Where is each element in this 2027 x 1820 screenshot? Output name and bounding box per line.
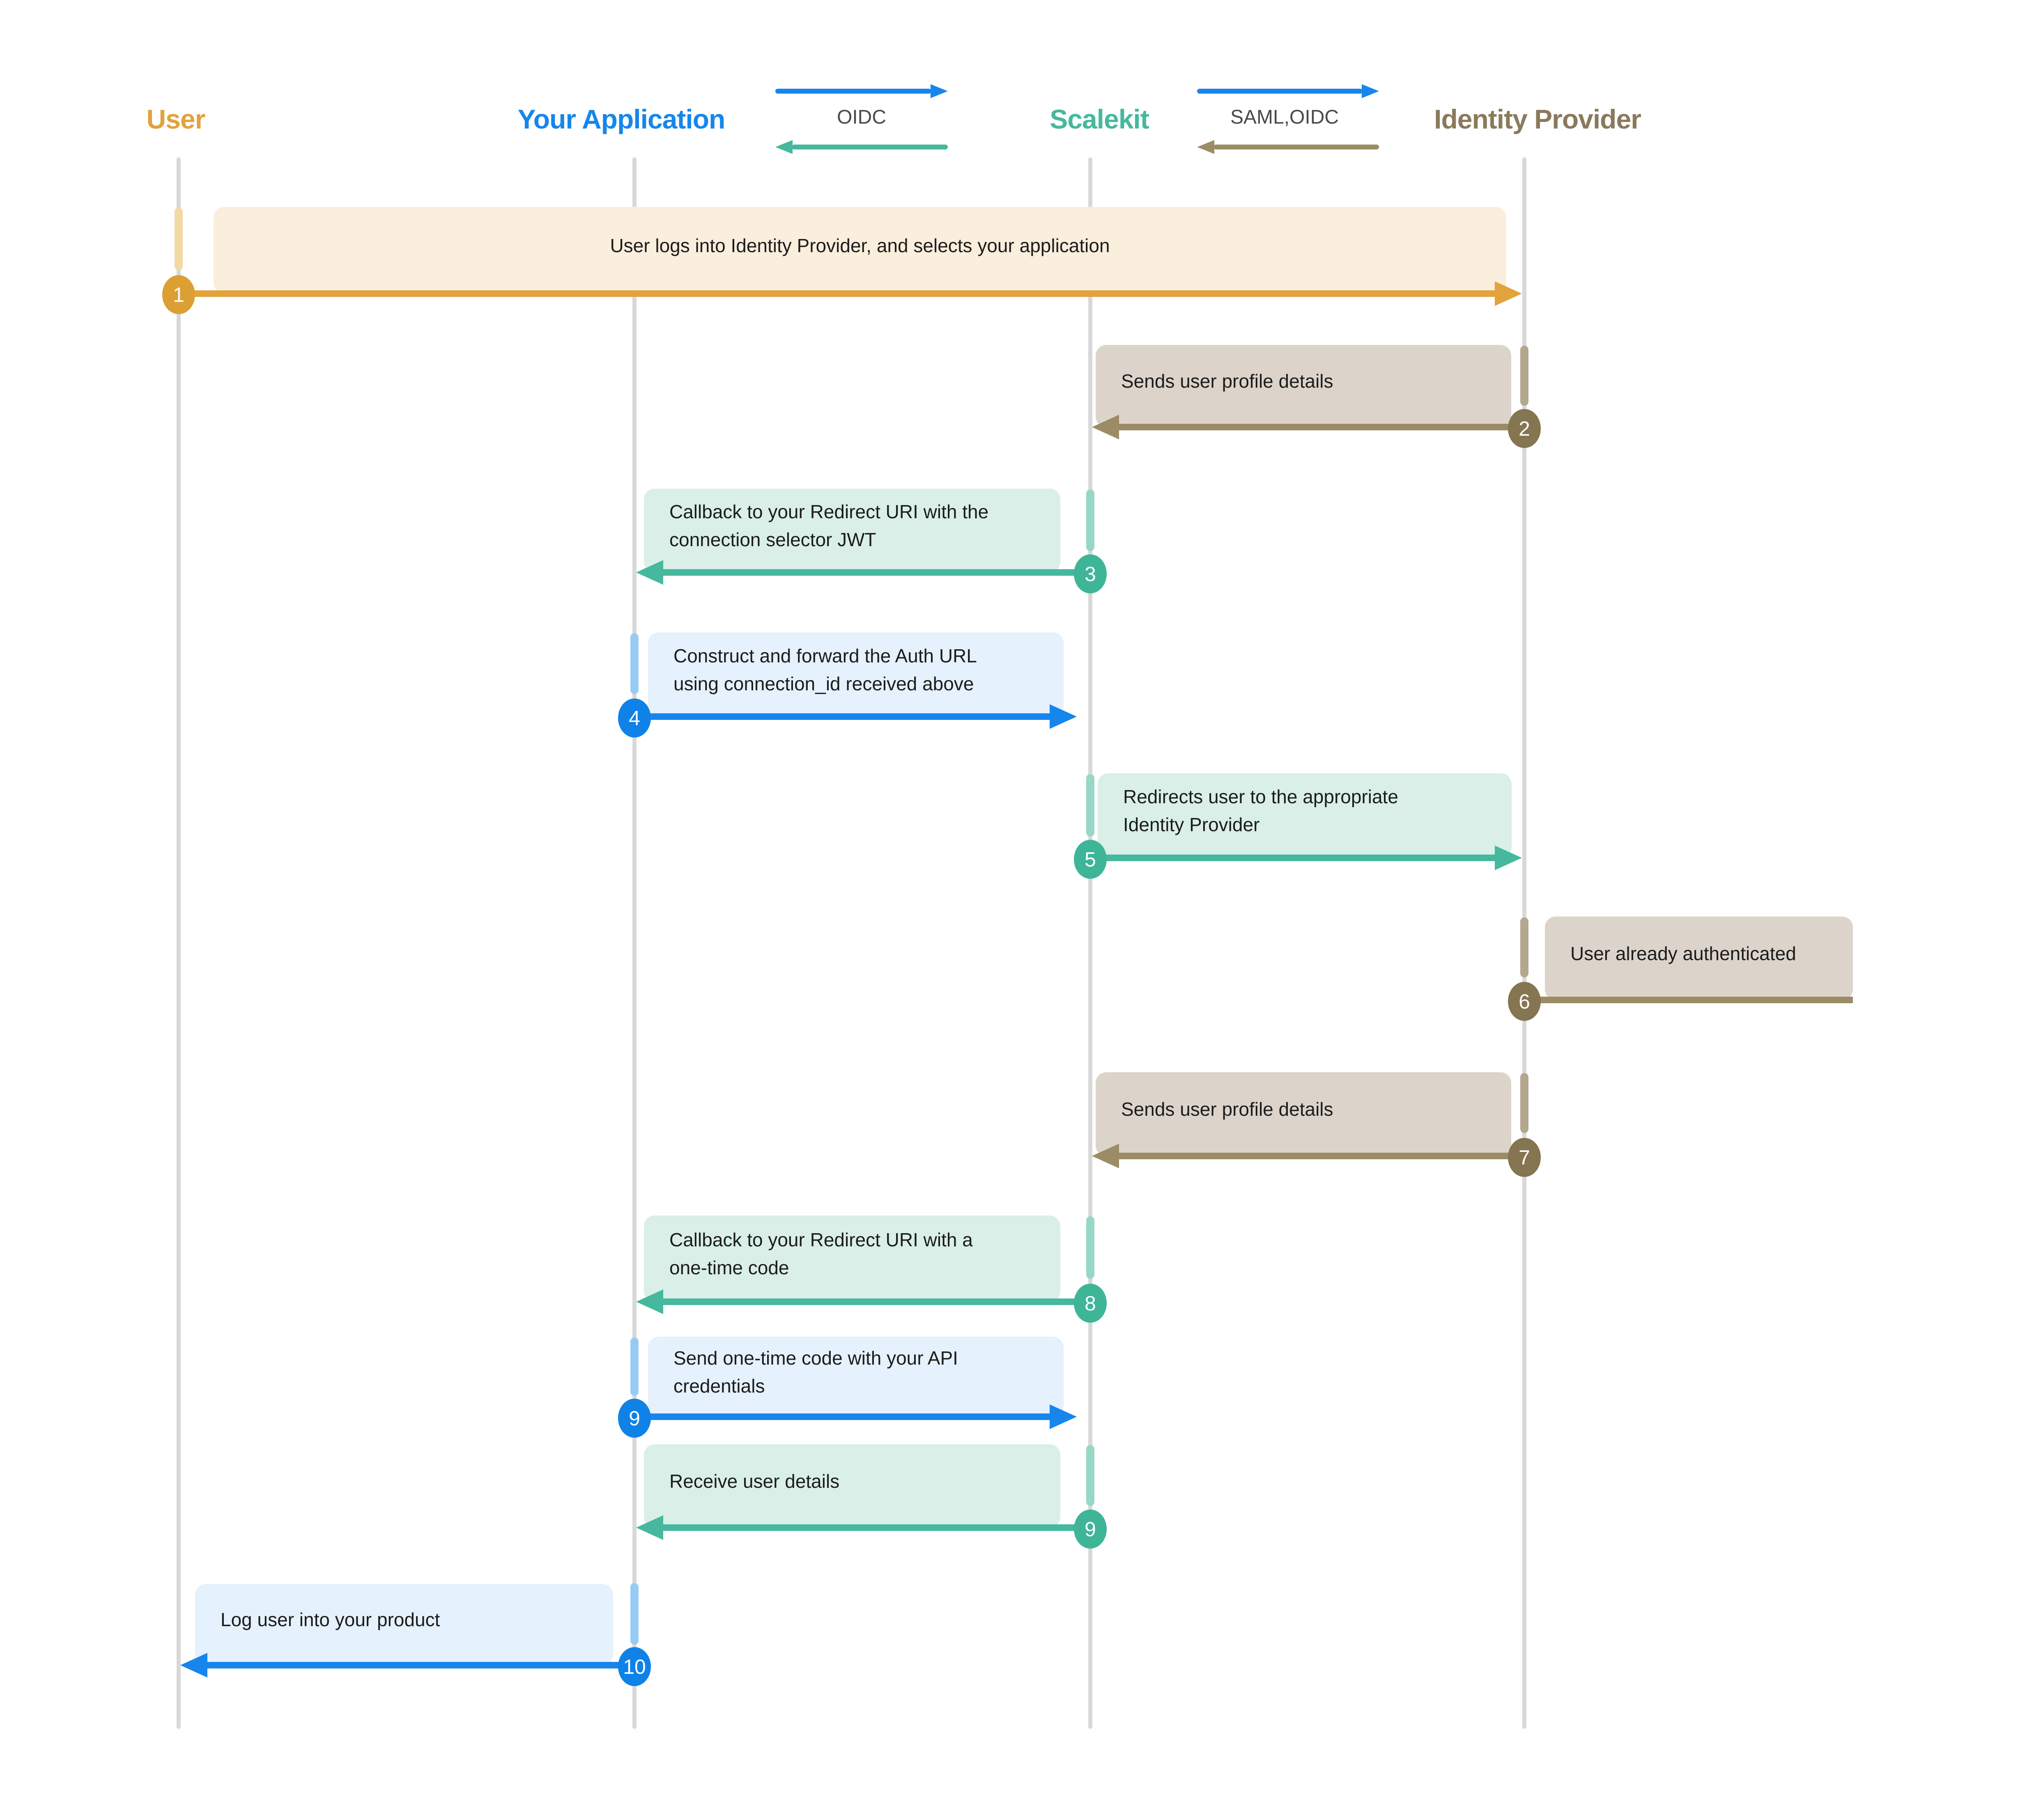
legend-oidc-back-arrowhead-icon	[775, 140, 793, 154]
legend-saml-oidc-label: SAML,OIDC	[1230, 106, 1339, 128]
step-1-message: User logs into Identity Provider, and se…	[214, 207, 1506, 294]
step-5-message: Redirects user to the appropriate Identi…	[1098, 773, 1512, 858]
step-2-activation	[1520, 346, 1528, 406]
actor-label-scalekit: Scalekit	[1050, 104, 1149, 134]
legend-oidc-forward-arrow	[775, 89, 931, 94]
step-4-message: Construct and forward the Auth URL using…	[648, 632, 1064, 717]
step-8-message-text: Callback to your Redirect URI with a one…	[669, 1229, 973, 1278]
step-10-activation	[630, 1583, 639, 1645]
step-9b-message: Receive user details	[644, 1444, 1060, 1528]
step-9-badge: 9	[618, 1399, 651, 1438]
step-2-arrowhead-icon	[1092, 415, 1119, 439]
step-5-activation	[1086, 774, 1094, 836]
lifeline-scalekit	[1088, 157, 1092, 1729]
step-9-activation	[630, 1337, 639, 1396]
step-7-activation	[1520, 1073, 1528, 1133]
step-7-badge: 7	[1508, 1138, 1541, 1177]
step-8-message: Callback to your Redirect URI with a one…	[644, 1216, 1060, 1302]
step-5-badge: 5	[1074, 840, 1107, 879]
step-5-arrowhead-icon	[1495, 846, 1522, 870]
lifeline-user	[177, 157, 181, 1729]
step-1-arrow	[179, 290, 1496, 297]
step-10-arrowhead-icon	[180, 1653, 207, 1678]
step-7-message: Sends user profile details	[1096, 1072, 1511, 1156]
step-2-badge: 2	[1508, 409, 1541, 448]
step-2-message-text: Sends user profile details	[1121, 370, 1333, 392]
step-4-arrowhead-icon	[1050, 704, 1077, 729]
step-1-activation	[175, 208, 183, 270]
step-9-message: Send one-time code with your API credent…	[648, 1337, 1064, 1417]
step-4-arrow	[634, 713, 1050, 720]
lifeline-your-application	[632, 157, 637, 1729]
step-9-arrow	[634, 1413, 1050, 1420]
step-3-message-text: Callback to your Redirect URI with the c…	[669, 501, 989, 550]
step-7-message-text: Sends user profile details	[1121, 1098, 1333, 1120]
legend-oidc-label: OIDC	[837, 106, 886, 128]
step-8-arrowhead-icon	[636, 1289, 663, 1314]
step-7-arrow	[1118, 1153, 1524, 1159]
legend-saml-oidc-back-arrowhead-icon	[1197, 140, 1214, 154]
legend-oidc-back-arrow	[792, 145, 948, 149]
step-9b-arrow	[662, 1524, 1090, 1531]
step-3-badge: 3	[1074, 554, 1107, 593]
legend-saml-oidc-back-arrow	[1213, 145, 1379, 149]
step-6-badge: 6	[1508, 982, 1541, 1021]
step-2-arrow	[1118, 424, 1524, 430]
step-10-arrow	[207, 1662, 634, 1668]
step-6-activation	[1520, 917, 1528, 977]
step-5-arrow	[1090, 855, 1496, 861]
step-9b-activation	[1086, 1445, 1094, 1506]
step-9b-message-text: Receive user details	[669, 1470, 840, 1492]
step-10-message-text: Log user into your product	[221, 1609, 440, 1630]
step-7-arrowhead-icon	[1092, 1144, 1119, 1168]
step-9-message-text: Send one-time code with your API credent…	[673, 1347, 958, 1397]
step-3-activation	[1086, 489, 1094, 551]
step-5-message-text: Redirects user to the appropriate Identi…	[1123, 786, 1398, 835]
step-4-activation	[630, 633, 639, 694]
step-9b-badge: 9	[1074, 1510, 1107, 1549]
step-6-self-line	[1524, 997, 1853, 1003]
step-1-badge: 1	[162, 275, 195, 314]
step-1-message-text: User logs into Identity Provider, and se…	[610, 234, 1110, 256]
legend-oidc-forward-arrowhead-icon	[931, 84, 948, 98]
step-8-activation	[1086, 1216, 1094, 1279]
step-1-arrowhead-icon	[1495, 281, 1522, 306]
step-8-arrow	[662, 1298, 1090, 1305]
step-6-message-text: User already authenticated	[1570, 942, 1796, 964]
step-4-message-text: Construct and forward the Auth URL using…	[673, 645, 977, 694]
step-9-arrowhead-icon	[1050, 1404, 1077, 1429]
step-6-message: User already authenticated	[1545, 917, 1853, 1000]
step-3-arrow	[662, 569, 1090, 576]
step-9b-arrowhead-icon	[636, 1515, 663, 1540]
step-2-message: Sends user profile details	[1096, 345, 1511, 427]
step-10-badge: 10	[618, 1647, 651, 1686]
step-3-message: Callback to your Redirect URI with the c…	[644, 489, 1060, 572]
actor-label-identity-provider: Identity Provider	[1434, 104, 1641, 134]
legend-saml-oidc-forward-arrow	[1197, 89, 1363, 94]
step-10-message: Log user into your product	[195, 1584, 613, 1665]
actor-label-user: User	[146, 104, 206, 134]
step-4-badge: 4	[618, 699, 651, 738]
step-8-badge: 8	[1074, 1284, 1107, 1323]
legend-saml-oidc-forward-arrowhead-icon	[1362, 84, 1379, 98]
step-3-arrowhead-icon	[636, 560, 663, 585]
actor-label-your-application: Your Application	[517, 104, 726, 134]
